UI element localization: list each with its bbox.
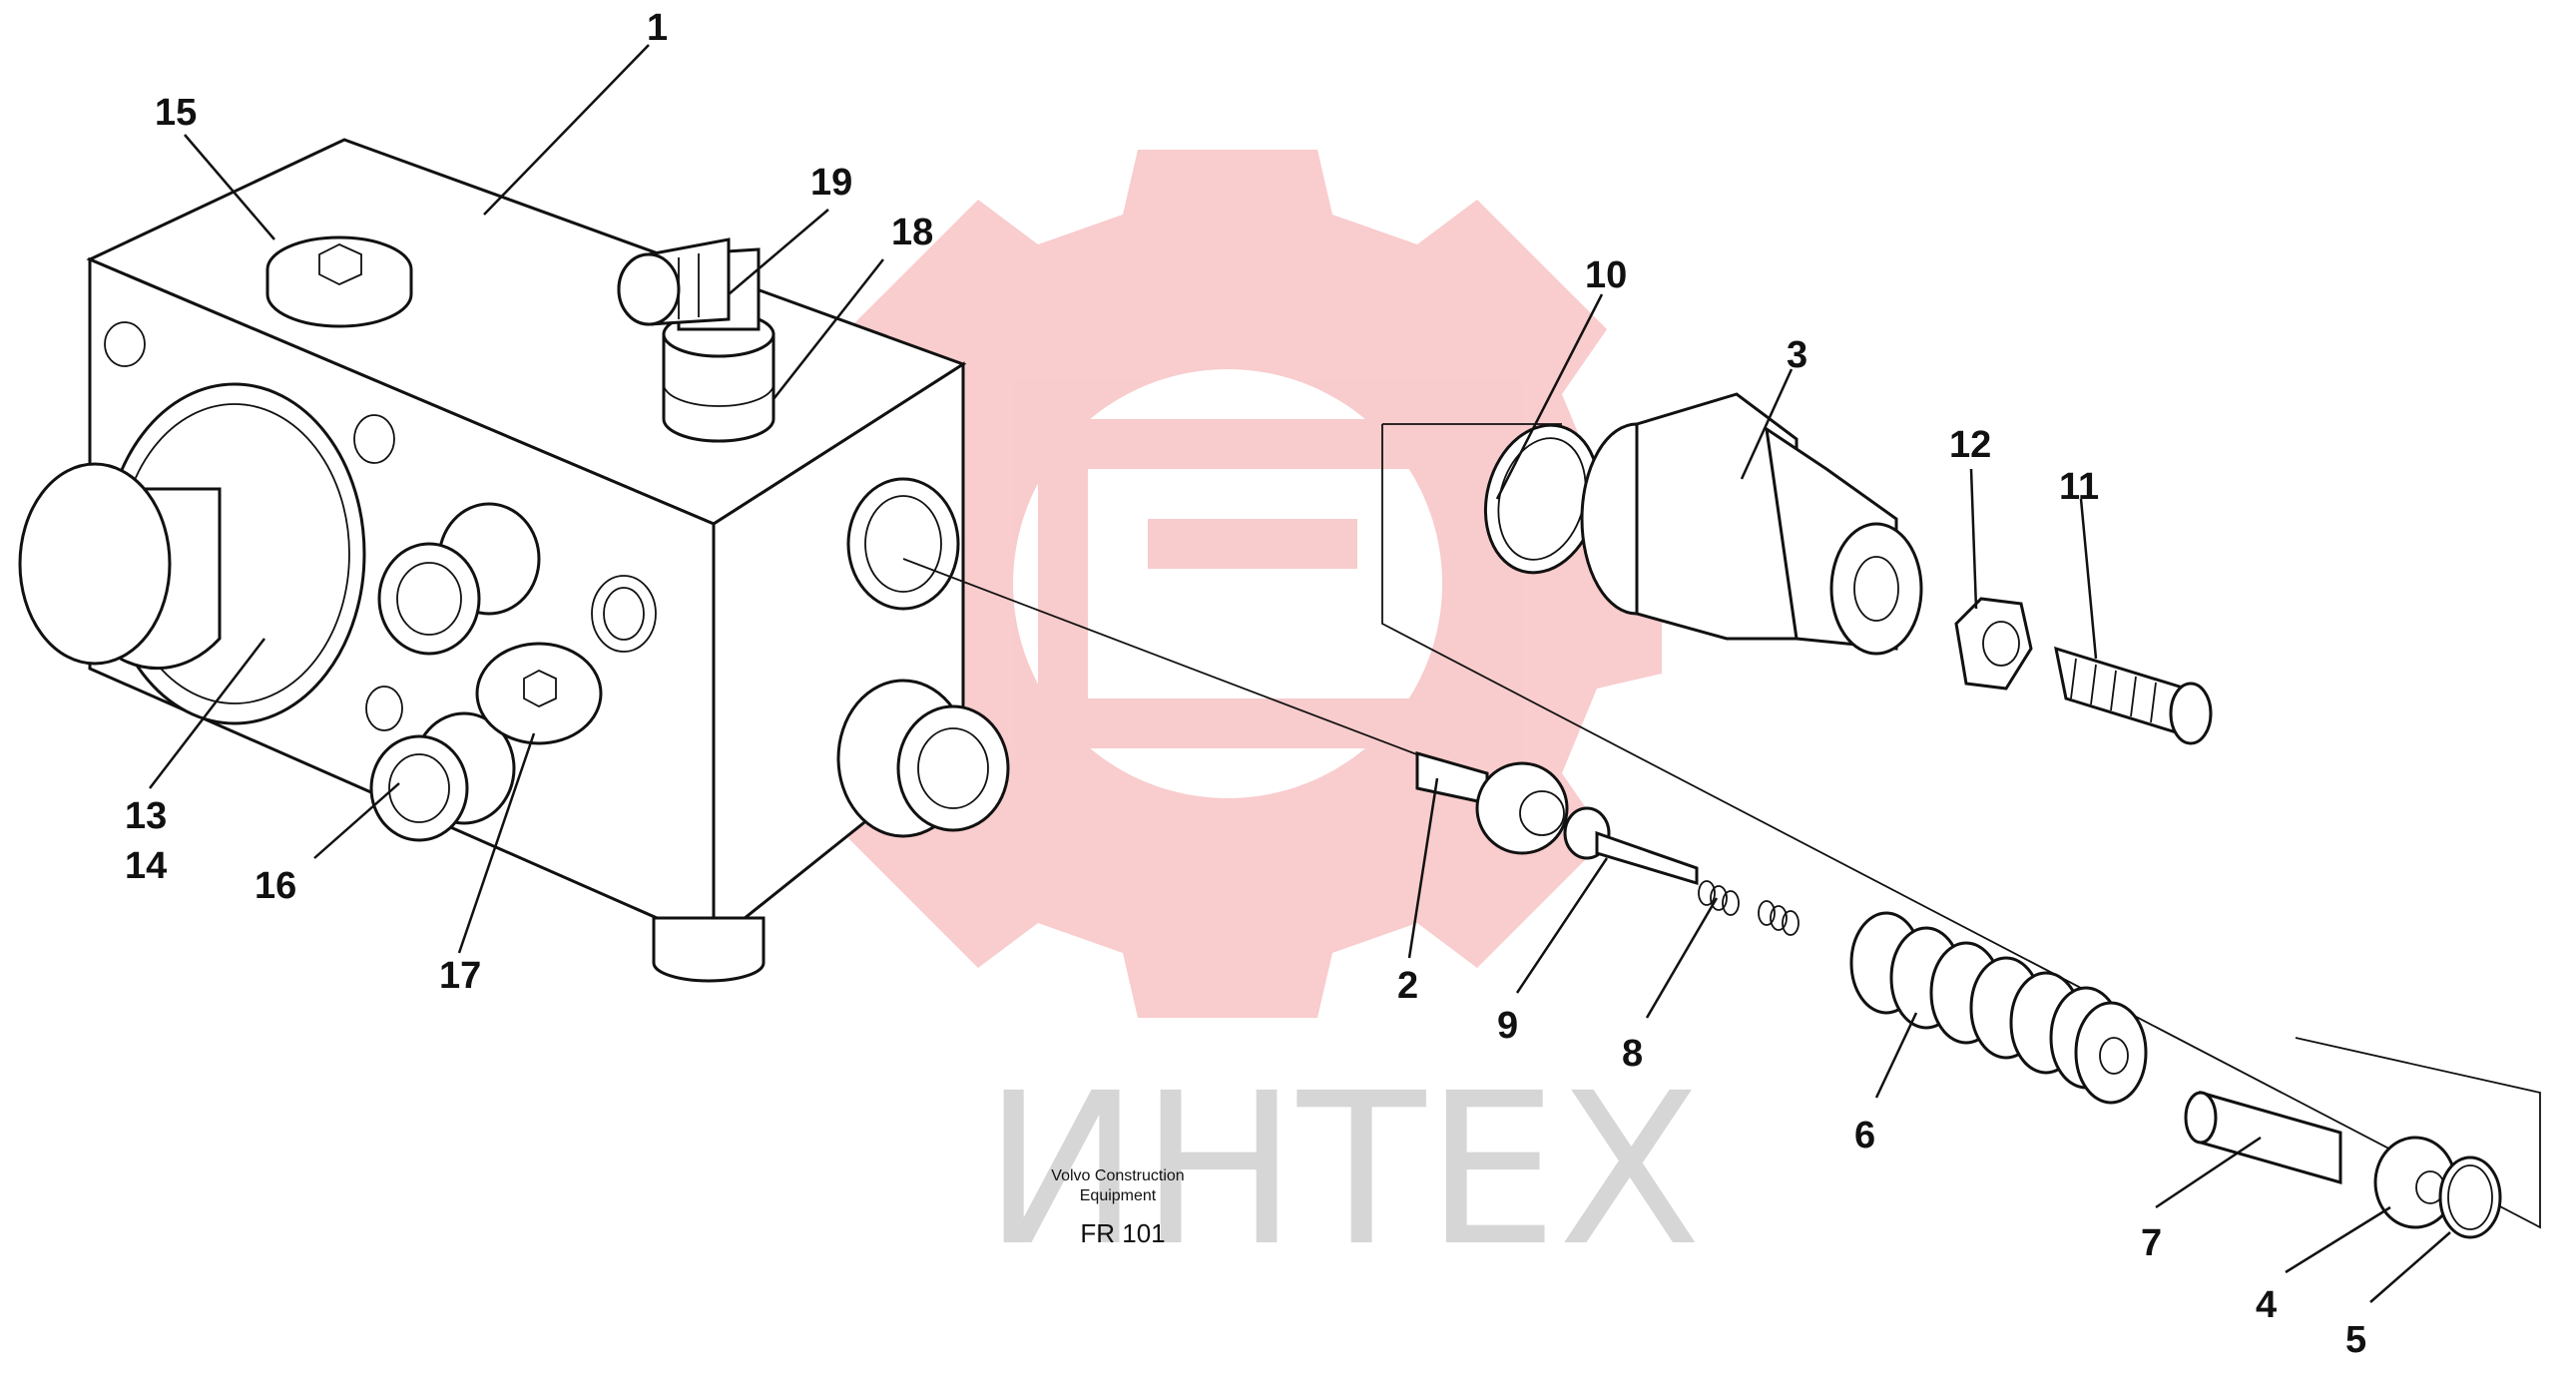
watermark-gear-icon — [793, 150, 1662, 1018]
callout-4: 4 — [2256, 1284, 2277, 1326]
caption-manufacturer-line1: Volvo Construction — [1051, 1167, 1184, 1184]
fittings-front — [369, 502, 603, 842]
callout-10: 10 — [1585, 254, 1627, 296]
pin-7 — [2184, 1091, 2342, 1184]
side-port-fitting — [836, 477, 1010, 838]
poppet-9 — [1563, 806, 1699, 886]
callout-15: 15 — [155, 92, 197, 134]
assembly-axis-line — [902, 558, 1428, 759]
callout-2: 2 — [1397, 965, 1418, 1007]
cartridge-outline-frame — [1381, 423, 2541, 1229]
callout-5: 5 — [2345, 1319, 2366, 1361]
snap-ring-5 — [2438, 1155, 2502, 1239]
set-screw-11 — [2054, 646, 2213, 745]
callout-13: 13 — [125, 795, 167, 837]
large-plug-13-14 — [18, 382, 366, 725]
nut-12 — [1954, 597, 2033, 691]
watermark-text: ИНТЕХ — [983, 1048, 1702, 1292]
callout-16: 16 — [255, 865, 296, 907]
callout-3: 3 — [1787, 334, 1807, 376]
cartridge-body-3 — [1580, 392, 1923, 656]
figure-code: FR 101 — [1080, 1218, 1165, 1248]
callout-18: 18 — [891, 212, 933, 253]
springs-8 — [1698, 880, 1800, 936]
callout-11: 11 — [2059, 466, 2099, 508]
callout-7: 7 — [2141, 1222, 2162, 1264]
callout-17: 17 — [439, 955, 481, 997]
caption-manufacturer-line2: Equipment — [1080, 1187, 1157, 1204]
spring-6 — [1849, 911, 2148, 1105]
bottom-fitting — [652, 916, 766, 983]
callout-6: 6 — [1854, 1115, 1875, 1156]
callout-8: 8 — [1622, 1033, 1643, 1075]
leader-lines — [149, 44, 2451, 1303]
watermark-gear-logo — [793, 150, 1662, 1018]
callout-19: 19 — [810, 162, 852, 204]
callout-14: 14 — [125, 845, 167, 887]
callout-12: 12 — [1949, 424, 1991, 466]
elbow-fitting-18-19 — [617, 237, 775, 443]
callout-1: 1 — [647, 7, 668, 49]
plug-15 — [265, 235, 413, 328]
callout-9: 9 — [1497, 1005, 1518, 1047]
